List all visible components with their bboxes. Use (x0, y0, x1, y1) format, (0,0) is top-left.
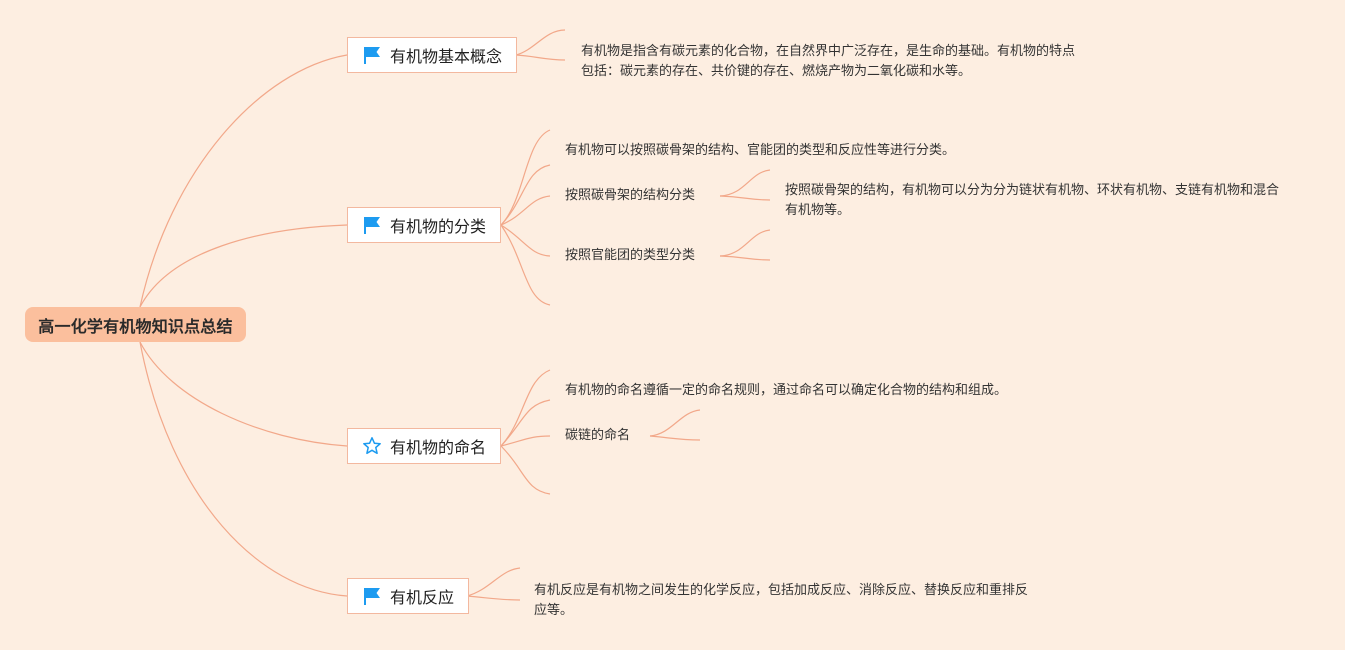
branch-classification[interactable]: 有机物的分类 (347, 207, 502, 243)
connector-naming-to-sub1 (500, 435, 551, 447)
connector-concept-to-text-a (515, 29, 566, 56)
connector-sub1-to-text-a (719, 169, 771, 197)
naming-intro[interactable]: 有机物的命名遵循一定的命名规则，通过命名可以确定化合物的结构和组成。 (565, 383, 1008, 398)
concept-description: 有机物是指含有碳元素的化合物，在自然界中广泛存在，是生命的基础。有机物的特点包括… (581, 44, 1076, 79)
branch-naming-label: 有机物的命名 (390, 438, 487, 457)
classification-intro[interactable]: 有机物可以按照碳骨架的结构、官能团的类型和反应性等进行分类。 (565, 143, 956, 158)
connector-reaction-to-text-a (466, 567, 521, 597)
connector-root-to-concept (139, 54, 348, 308)
connector-naming-to-intro-a (500, 369, 551, 447)
flag-icon (362, 586, 382, 606)
star-icon (362, 436, 382, 456)
branch-concept[interactable]: 有机物基本概念 (347, 37, 518, 73)
connector-sub1-to-text-b (719, 195, 771, 201)
flag-icon (362, 45, 382, 65)
branch-reaction-label: 有机反应 (390, 588, 455, 607)
classification-by-functional-group[interactable]: 按照官能团的类型分类 (565, 248, 696, 263)
classification-by-skeleton[interactable]: 按照碳骨架的结构分类 (565, 188, 696, 203)
root-topic-label: 高一化学有机物知识点总结 (38, 316, 233, 336)
reaction-description: 有机反应是有机物之间发生的化学反应，包括加成反应、消除反应、替换反应和重排反应等… (534, 583, 1029, 618)
connector-naming-to-empty (500, 445, 551, 495)
branch-reaction[interactable]: 有机反应 (347, 578, 470, 614)
connector-carbon-chain-a (649, 409, 701, 437)
connector-class-to-sub2 (500, 224, 551, 257)
connector-sub2-to-empty-b (719, 255, 771, 261)
connector-class-to-sub1 (500, 195, 551, 226)
connector-carbon-chain-b (649, 435, 701, 441)
classification-by-skeleton-description: 按照碳骨架的结构，有机物可以分为分为链状有机物、环状有机物、支链有机物和混合有机… (785, 183, 1280, 218)
connector-concept-to-text-b (515, 54, 566, 61)
connector-class-to-intro-tail (500, 164, 551, 226)
connector-sub2-to-empty-a (719, 229, 771, 257)
root-topic[interactable]: 高一化学有机物知识点总结 (25, 307, 246, 342)
connector-class-to-intro (500, 129, 551, 226)
branch-classification-label: 有机物的分类 (390, 217, 487, 236)
connector-root-to-classification (139, 224, 348, 308)
branch-concept-label: 有机物基本概念 (390, 47, 503, 66)
branch-naming[interactable]: 有机物的命名 (347, 428, 502, 464)
connector-root-to-naming (139, 341, 348, 447)
naming-carbon-chain[interactable]: 碳链的命名 (565, 428, 631, 443)
connector-root-to-reaction (139, 341, 348, 597)
connector-naming-to-intro-b (500, 399, 551, 447)
connector-class-to-empty (500, 224, 551, 306)
connector-reaction-to-text-b (466, 595, 521, 601)
flag-icon (362, 215, 382, 235)
